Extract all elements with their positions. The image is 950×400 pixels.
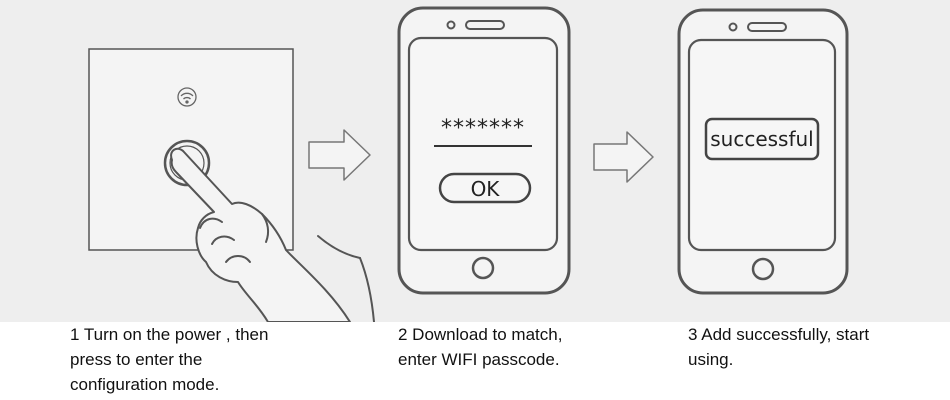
- caption-line: using.: [688, 350, 734, 369]
- ok-button-outline: [438, 172, 532, 204]
- status-box-outline: [704, 117, 820, 161]
- caption-line: configuration mode.: [70, 375, 220, 394]
- caption-line: 1 Turn on the power , then: [70, 325, 269, 344]
- step-2-caption: 2 Download to match, enter WIFI passcode…: [398, 322, 562, 372]
- step-3-caption: 3 Add successfully, start using.: [688, 322, 869, 372]
- caption-line: enter WIFI passcode.: [398, 350, 560, 369]
- wifi-icon: [177, 87, 197, 107]
- ok-button[interactable]: OK: [470, 177, 500, 201]
- arrow-right-icon: [593, 131, 654, 183]
- success-status: successful: [710, 127, 814, 151]
- home-button-icon: [471, 256, 495, 280]
- pointing-hand-icon: [170, 147, 375, 322]
- password-field[interactable]: *******: [441, 116, 525, 141]
- caption-line: 2 Download to match,: [398, 325, 563, 344]
- home-button-icon: [751, 257, 775, 281]
- phone-icon: [397, 6, 571, 295]
- step-1-caption: 1 Turn on the power , then press to ente…: [70, 322, 268, 397]
- caption-line: press to enter the: [70, 350, 203, 369]
- caption-line: 3 Add successfully, start: [688, 325, 870, 344]
- arrow-right-icon: [308, 129, 371, 181]
- setup-diagram: [88, 6, 849, 322]
